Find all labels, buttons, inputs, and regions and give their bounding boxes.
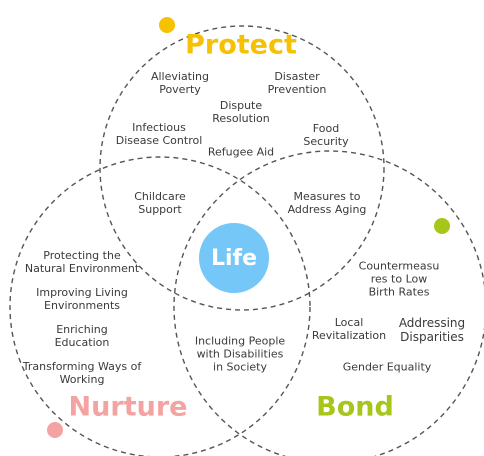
protect-circle	[99, 25, 385, 311]
label-gender-equality: Gender Equality	[342, 360, 432, 374]
protect-dot	[159, 17, 175, 33]
life-label: Life	[210, 245, 258, 271]
label-childcare-support: Childcare Support	[134, 190, 186, 216]
protect-title: Protect	[185, 29, 297, 61]
label-including-disabilities: Including People with Disabilities in So…	[194, 334, 286, 374]
label-low-birth-rates: Countermeasu res to Low Birth Rates	[358, 259, 440, 299]
bond-title: Bond	[316, 391, 394, 423]
life-center-circle: Life	[199, 223, 269, 293]
label-local-revitalization: Local Revitalization	[311, 316, 387, 342]
label-dispute-resolution: Dispute Resolution	[212, 99, 270, 125]
bond-circle	[173, 150, 484, 456]
label-refugee-aid: Refugee Aid	[207, 145, 275, 159]
label-disaster-prevention: Disaster Prevention	[267, 70, 327, 96]
nurture-title: Nurture	[68, 391, 188, 423]
label-food-security: Food Security	[303, 122, 349, 148]
label-addressing-disparities: Addressing Disparities	[398, 316, 466, 344]
label-enriching-education: Enriching Education	[54, 323, 110, 349]
label-protecting-natural-environment: Protecting the Natural Environment	[24, 249, 140, 275]
label-alleviating-poverty: Alleviating Poverty	[150, 70, 210, 96]
label-improving-living-environments: Improving Living Environments	[36, 286, 128, 312]
label-address-aging: Measures to Address Aging	[287, 190, 367, 216]
nurture-circle	[9, 156, 311, 456]
bond-dot	[434, 218, 450, 234]
label-infectious-disease-control: Infectious Disease Control	[115, 121, 203, 147]
label-transforming-ways-of-working: Transforming Ways of Working	[22, 360, 142, 386]
nurture-dot	[47, 422, 63, 438]
